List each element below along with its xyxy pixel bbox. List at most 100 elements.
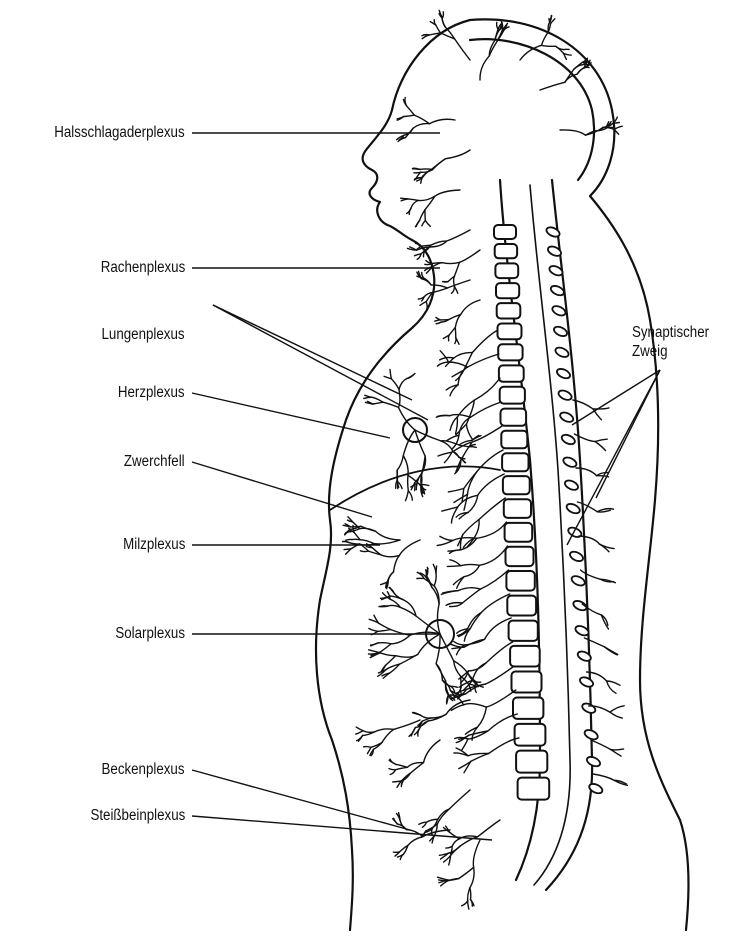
nerve-branch <box>459 457 465 459</box>
nerve-branch <box>452 287 455 294</box>
nerve-branch <box>388 572 393 581</box>
vertebra <box>513 698 543 719</box>
label-synaptischer: Synaptischer <box>632 324 709 342</box>
nerve-branch <box>390 596 403 600</box>
nerve-branch <box>411 200 418 208</box>
nerve-branch <box>611 749 624 750</box>
spinous-process <box>570 574 586 587</box>
nerve-branch <box>437 541 453 546</box>
nerve-branch <box>407 374 415 378</box>
nerve-branch <box>389 769 396 770</box>
nerve-branch <box>420 715 430 718</box>
nerve-branch <box>356 727 363 731</box>
nerve-branch <box>443 591 458 593</box>
nerve-branch <box>442 262 459 263</box>
nerve-branch <box>462 901 468 906</box>
label-steissbeinplexus: Steißbeinplexus <box>90 807 185 825</box>
nerve-branch <box>605 647 618 655</box>
nerve-branch <box>542 45 556 46</box>
nerve-branch <box>391 379 399 390</box>
nerve-branch <box>471 402 501 417</box>
nerve-branch <box>446 879 459 881</box>
nerve-branch <box>461 300 480 314</box>
nerve-branch <box>372 397 383 402</box>
nerve-branch <box>486 690 515 707</box>
nerve-branch <box>400 654 418 664</box>
nerve-branch <box>404 115 415 116</box>
label-solarplexus: Solarplexus <box>115 625 185 643</box>
nerve-branch <box>350 543 360 544</box>
nerve-branch <box>407 106 415 115</box>
vertebra <box>502 453 528 471</box>
nerve-branch <box>408 199 418 201</box>
nerve-branch <box>390 770 395 775</box>
nerve-branch <box>438 604 441 634</box>
nerve-branch <box>363 731 374 733</box>
nerve-branch <box>455 327 456 337</box>
nerve-branch <box>459 867 474 878</box>
nerve-branch <box>421 170 433 173</box>
nerve-branch <box>451 507 457 523</box>
nerve-branch <box>462 589 480 603</box>
nerve-branch <box>390 759 396 764</box>
nerve-branch <box>416 243 422 246</box>
nerve-branch <box>356 731 363 734</box>
nerve-branch <box>448 362 467 367</box>
nerve-branch <box>468 354 499 367</box>
nerve-branch <box>374 540 400 544</box>
nerve-branch <box>369 629 378 632</box>
nerve-branch <box>424 740 441 763</box>
vertebra <box>515 724 546 746</box>
label-halsschlagaderplexus: Halsschlagaderplexus <box>55 124 185 142</box>
vertebra <box>506 571 534 591</box>
nerve-branch <box>472 330 498 353</box>
leader-zwerchfell <box>192 462 372 517</box>
nerve-branch <box>595 442 605 451</box>
nerve-branch <box>475 681 481 682</box>
label-rachenplexus: Rachenplexus <box>101 259 185 277</box>
vertebra <box>518 778 550 800</box>
nerve-branch <box>425 221 430 227</box>
nerve-branches-group <box>343 10 628 909</box>
label-zweig: Zweig <box>632 343 668 361</box>
nerve-branch <box>472 426 502 442</box>
nerve-branch <box>364 397 372 398</box>
spinous-process <box>552 325 568 338</box>
spinous-process <box>555 367 571 380</box>
spinous-process <box>572 599 588 612</box>
nerve-branch <box>478 820 500 837</box>
vertebra <box>507 596 536 616</box>
nerve-branch <box>360 551 368 552</box>
nerve-branch <box>458 588 481 591</box>
vertebra <box>516 751 547 773</box>
nerve-branch <box>424 278 431 285</box>
vertebra <box>498 324 522 340</box>
vertebra <box>501 431 527 449</box>
nerve-branch <box>418 634 440 654</box>
nerve-branch <box>371 643 379 645</box>
nerve-branch <box>379 623 391 630</box>
label-beckenplexus: Beckenplexus <box>102 761 185 779</box>
label-zwerchfell: Zwerchfell <box>124 453 185 471</box>
nerve-branch <box>610 712 622 718</box>
nerve-branch <box>408 491 412 501</box>
nerve-branch <box>440 351 448 362</box>
leader-herz <box>192 393 390 438</box>
nerve-branch <box>446 846 452 848</box>
nerve-branch <box>399 540 420 556</box>
nerve-branch <box>464 565 480 576</box>
nerve-branch <box>436 664 446 682</box>
nerve-branch <box>391 635 410 644</box>
nerve-branch <box>373 402 383 404</box>
nerve-branch <box>382 729 394 742</box>
nerve-branch <box>447 280 470 288</box>
nerve-branch <box>397 456 403 471</box>
vertebra <box>504 499 531 518</box>
nerve-branch <box>422 221 426 226</box>
nerve-branch <box>426 819 437 822</box>
spinous-process <box>554 346 570 359</box>
spinous-process <box>583 728 599 741</box>
label-milzplexus: Milzplexus <box>123 536 185 554</box>
nerve-branch <box>466 424 472 440</box>
nerve-branch <box>470 888 471 900</box>
